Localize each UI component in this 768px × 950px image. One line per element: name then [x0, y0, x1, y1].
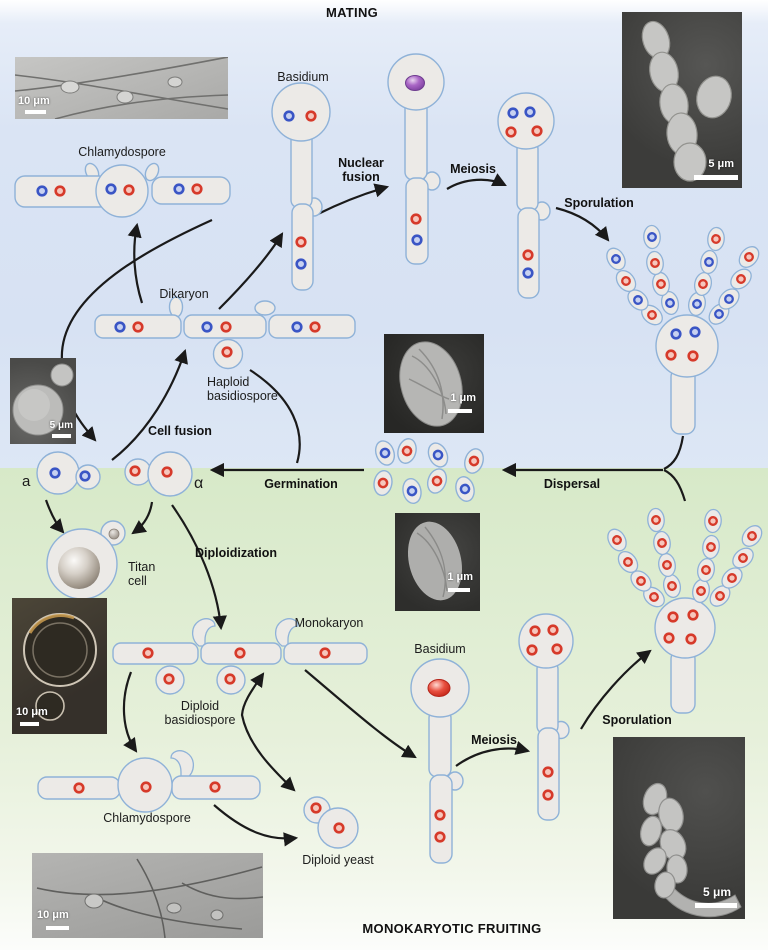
micrograph-fruiting-hyphae-dic: 10 μm	[32, 853, 263, 938]
label-meiosis-mating: Meiosis	[450, 162, 496, 176]
scale-label: 5 μm	[702, 885, 731, 899]
scale-bar	[25, 110, 46, 114]
titan-vacuole	[58, 547, 100, 589]
arrow-monokaryon-to-basidium	[304, 669, 417, 759]
scale-bar	[448, 409, 472, 413]
scale-bar	[694, 175, 738, 180]
label-mating-type-alpha: α	[194, 475, 204, 492]
dikaryon-hypha	[94, 296, 356, 370]
yeast-a	[36, 451, 101, 495]
mating-spore-chains	[601, 223, 764, 330]
label-mating-chlamydospore: Chlamydospore	[78, 145, 166, 159]
arrow-diploidization	[171, 504, 227, 631]
arrow-meiosis-fruiting	[455, 741, 531, 767]
dispersed-spore-cluster	[370, 435, 488, 507]
arrow-dikaryon-to-chlamydospore	[127, 222, 144, 304]
label-nuclear-fusion: Nuclear fusion	[338, 156, 384, 184]
arrow-sporulation-fruiting	[580, 649, 652, 730]
arrow-nuclear-fusion	[317, 183, 390, 215]
label-germination: Germination	[264, 477, 338, 491]
arrow-cell-fusion	[111, 348, 188, 461]
label-diploidization: Diploidization	[195, 546, 277, 560]
diploid-red-nucleus	[427, 679, 451, 697]
mating-sporulating-basidium	[655, 314, 719, 435]
scale-bar	[20, 722, 39, 726]
arrow-chlamydospore-to-yeast	[60, 218, 213, 442]
mating-basidium-meiotic	[497, 92, 555, 299]
label-sporulation-mating: Sporulation	[564, 196, 634, 210]
arrow-dispersal-brace-bottom	[663, 469, 687, 502]
arrow-alpha-to-titan	[131, 501, 154, 535]
arrow-meiosis-mating	[446, 173, 507, 190]
arrow-basidiospore-to-germination	[249, 369, 301, 464]
arrows	[44, 173, 687, 847]
scale-bar	[695, 903, 737, 908]
label-diploid-yeast: Diploid yeast	[302, 853, 374, 867]
label-mating-basidium: Basidium	[277, 70, 329, 84]
arrow-a-to-titan	[44, 499, 65, 534]
label-fruiting-basidium: Basidium	[414, 642, 466, 656]
micrograph-yeast-sem: 5 μm	[10, 358, 76, 444]
section-title-mating: MATING	[325, 5, 379, 20]
titan-bud-dot	[108, 528, 120, 540]
section-title-fruiting: MONOKARYOTIC FRUITING	[362, 921, 542, 936]
scale-label: 1 μm	[447, 571, 473, 583]
scale-label: 10 μm	[16, 706, 48, 718]
label-titan-cell: Titan cell	[128, 560, 156, 588]
fused-purple-nucleus	[405, 75, 425, 91]
fruiting-basidium-meiotic	[518, 613, 574, 821]
label-monokaryon: Monokaryon	[294, 616, 364, 630]
micrograph-basidium-spores-sem: 5 μm	[613, 737, 745, 919]
label-cell-fusion: Cell fusion	[148, 424, 212, 438]
micrograph-basidiospore-chain-sem: 5 μm	[622, 12, 742, 188]
fruiting-spore-chains	[602, 506, 767, 612]
fruiting-chlamydospore-hypha	[37, 750, 261, 813]
label-dispersal: Dispersal	[543, 477, 601, 491]
label-fruiting-chlamydospore: Chlamydospore	[103, 811, 191, 825]
label-dikaryon: Dikaryon	[159, 287, 209, 301]
label-meiosis-fruiting: Meiosis	[471, 733, 517, 747]
micrograph-spore-sem-upper: 1 μm	[384, 334, 484, 433]
arrow-dikaryon-to-basidium	[218, 232, 284, 310]
scale-bar	[46, 926, 69, 930]
nuclei	[36, 106, 701, 843]
scale-bar	[52, 434, 71, 438]
fruiting-basidium-diploid	[410, 658, 470, 864]
arrow-chlamydospore-to-diploid-yeast	[213, 804, 299, 847]
arrow-monokaryon-to-chlamydospore	[122, 671, 138, 753]
scale-label: 10 μm	[18, 95, 50, 107]
micrograph-mating-hyphae-dic: 10 μm	[15, 57, 228, 119]
label-sporulation-fruiting: Sporulation	[602, 713, 672, 727]
scale-label: 5 μm	[708, 158, 734, 170]
scale-label: 1 μm	[450, 392, 476, 404]
scale-label: 5 μm	[49, 420, 73, 431]
fruiting-sporulating-basidium	[654, 597, 716, 714]
micrograph-spore-sem-lower: 1 μm	[395, 513, 480, 611]
scale-bar	[448, 588, 470, 592]
arrow-dispersal-brace-top	[663, 435, 685, 470]
label-diploid-basidiospore: Diploid basidiospore	[164, 699, 236, 727]
micrograph-titan-cell-dic: 10 μm	[12, 598, 107, 734]
label-haploid-basidiospore: Haploid basidiospore	[207, 375, 278, 403]
arrow-sporulation-mating	[555, 206, 610, 242]
scale-label: 10 μm	[37, 909, 69, 921]
arrow-basidiospore-monokaryon-yeast	[240, 672, 296, 792]
label-mating-type-a: a	[22, 473, 31, 490]
